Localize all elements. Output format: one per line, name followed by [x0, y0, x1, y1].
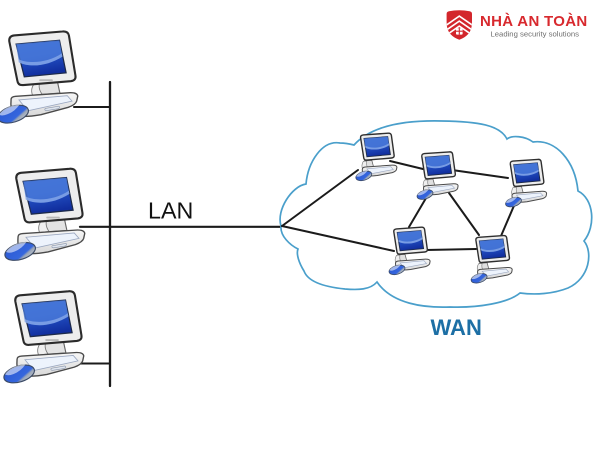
svg-text:LAN: LAN [148, 198, 193, 224]
svg-text:WAN: WAN [431, 315, 482, 340]
svg-text:Leading security solutions: Leading security solutions [491, 30, 580, 39]
svg-text:NHÀ AN TOÀN: NHÀ AN TOÀN [480, 13, 587, 30]
